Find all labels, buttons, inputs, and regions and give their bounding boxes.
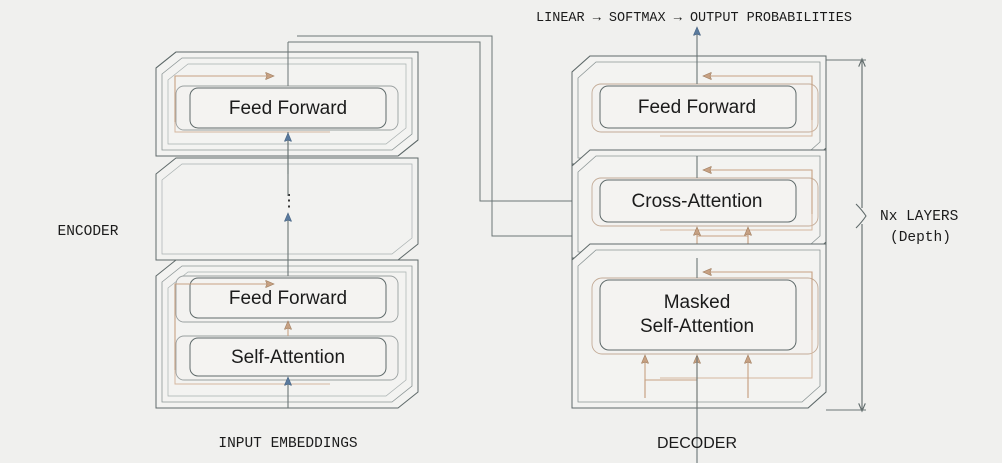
input-embeddings-label: INPUT EMBEDDINGS bbox=[218, 436, 357, 452]
encoder-layer-middle: ⋮ bbox=[155, 157, 419, 261]
encoder-layer-bottom: Feed Forward Self-Attention bbox=[155, 259, 419, 409]
encoder-ellipsis: ⋮ bbox=[281, 191, 298, 210]
depth-indicator: Nx LAYERS (Depth) bbox=[826, 57, 958, 413]
decoder-crossattention-label: Cross-Attention bbox=[632, 191, 763, 212]
decoder-masked-label-line2: Self-Attention bbox=[640, 316, 754, 337]
encoder-top-feedforward-label: Feed Forward bbox=[229, 98, 347, 119]
output-probabilities-label: LINEAR → SOFTMAX → OUTPUT PROBABILITIES bbox=[536, 11, 852, 26]
decoder-layer-feedforward: Feed Forward bbox=[571, 55, 827, 165]
encoder-stack: Feed Forward ⋮ Feed Forward bbox=[155, 42, 419, 409]
depth-label-line2: (Depth) bbox=[890, 230, 951, 246]
encoder-bottom-feedforward-label: Feed Forward bbox=[229, 288, 347, 309]
depth-label-line1: Nx LAYERS bbox=[880, 209, 958, 225]
decoder-layer-crossattention: Cross-Attention bbox=[571, 149, 827, 259]
encoder-layer-top: Feed Forward bbox=[155, 51, 419, 157]
decoder-masked-label-line1: Masked bbox=[664, 292, 731, 313]
encoder-side-label: ENCODER bbox=[58, 224, 119, 240]
decoder-layer-maskedselfattention: Masked Self-Attention bbox=[571, 243, 827, 409]
encoder-selfattention-label: Self-Attention bbox=[231, 347, 345, 368]
decoder-stack: Feed Forward Cross-Attention bbox=[571, 28, 827, 463]
decoder-bottom-label: DECODER bbox=[657, 435, 737, 452]
decoder-feedforward-label: Feed Forward bbox=[638, 97, 756, 118]
